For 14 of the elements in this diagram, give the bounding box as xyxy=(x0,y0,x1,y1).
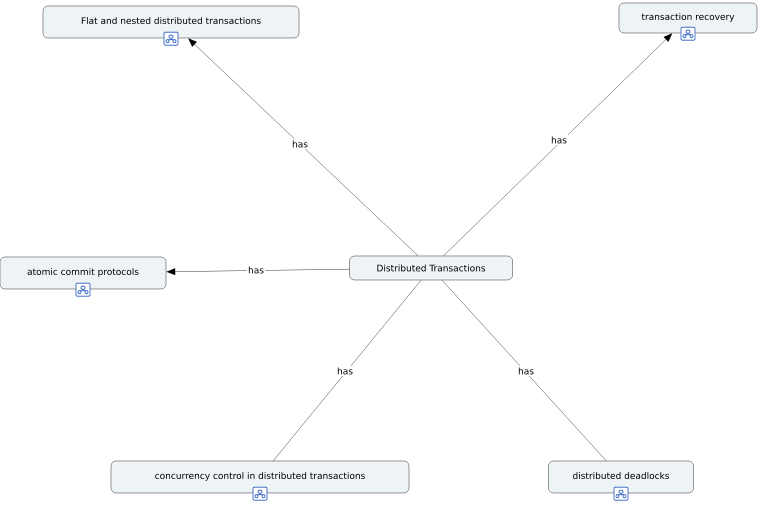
concept-box: Distributed Transactions xyxy=(349,256,513,280)
arrow xyxy=(443,33,672,256)
arrow xyxy=(166,268,350,276)
edge-label: has xyxy=(290,139,310,149)
edge-label: has xyxy=(336,366,354,376)
edge-label: has xyxy=(516,366,536,376)
concept-box: atomic commit protocols xyxy=(0,256,166,290)
arrow xyxy=(188,38,418,256)
edge-label: has xyxy=(246,265,266,275)
concept-box: transaction recovery xyxy=(618,2,758,34)
concept-box: concurrency control in distributed transactions xyxy=(110,460,410,494)
edge-label: has xyxy=(550,135,568,145)
concept-box: Flat and nested distributed transactions xyxy=(42,6,300,38)
concept-box: distributed deadlocks xyxy=(548,460,694,494)
